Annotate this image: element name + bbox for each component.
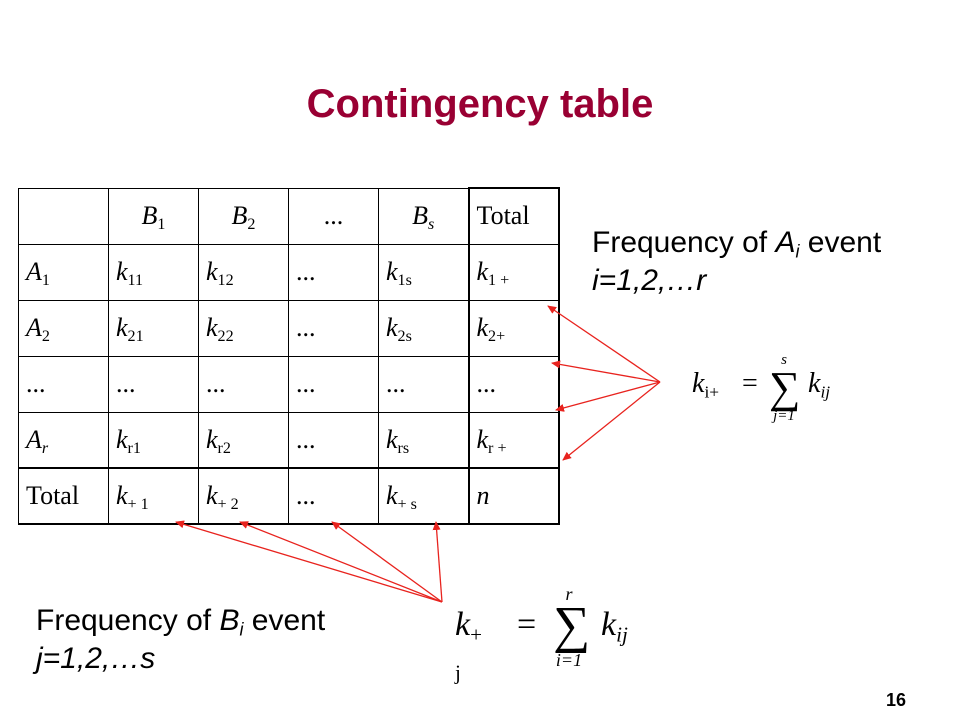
formula-lhs: ki+: [692, 368, 720, 402]
table-cell: ...: [378, 355, 469, 413]
column-note-line1: Frequency of Bi event: [36, 604, 326, 640]
table-cell: ...: [288, 187, 379, 245]
table-cell: k22: [198, 299, 289, 357]
column-total-cell: k+ s: [378, 467, 469, 525]
formula-rhs: kij: [808, 368, 831, 402]
column-total-cell: k+ 2: [198, 467, 289, 525]
table-cell: ...: [288, 299, 379, 357]
arrow-to-col-total-2: [239, 521, 443, 603]
table-cell: krs: [378, 411, 469, 469]
page-number: 16: [885, 690, 906, 710]
table-row: ... ... ... ... ... ...: [18, 355, 560, 413]
slide-title: Contingency table: [306, 82, 654, 126]
total-row-label: Total: [18, 467, 109, 525]
table-cell: ...: [198, 355, 289, 413]
arrow-to-row-total-1: [547, 305, 661, 383]
column-note-line2: j=1,2,…s: [36, 642, 156, 675]
table-corner-cell: [18, 187, 109, 245]
row-frequency-note: Frequency of Ai event i=1,2,…r: [592, 224, 881, 300]
row-note-line2: i=1,2,…r: [592, 264, 707, 297]
arrow-to-col-total-3: [331, 521, 443, 603]
arrow-to-col-total-4: [432, 521, 443, 603]
column-total-cell: k+ 1: [108, 467, 199, 525]
row-note-line1: Frequency of Ai event: [592, 226, 882, 262]
row-total-cell: k1 +: [467, 243, 560, 301]
arrow-to-row-total-4: [562, 381, 661, 461]
table-row: Ar kr1 kr2 ... krs kr +: [18, 411, 560, 469]
table-row: A1 k11 k12 ... k1s k1 +: [18, 243, 560, 301]
row-total-cell: ...: [467, 355, 560, 413]
arrow-to-col-total-1: [175, 520, 443, 603]
table-total-header: Total: [467, 187, 560, 245]
table-cell: B1: [108, 187, 199, 245]
table-cell: ...: [108, 355, 199, 413]
table-total-row: Total k+ 1 k+ 2 ... k+ s n: [18, 467, 560, 525]
arrow-to-row-total-2: [551, 360, 661, 383]
arrow-to-row-total-3: [555, 381, 661, 412]
table-cell: B2: [198, 187, 289, 245]
table-header-row: B1 B2 ... Bs Total: [18, 187, 560, 245]
table-cell: k12: [198, 243, 289, 301]
formula-equals: =: [517, 606, 537, 643]
formula-equals: =: [742, 368, 758, 399]
grand-total-cell: n: [467, 467, 560, 525]
row-label: A2: [18, 299, 109, 357]
formula-rhs: kij: [601, 606, 628, 647]
column-frequency-note: Frequency of Bi event j=1,2,…s: [36, 602, 325, 678]
table-cell: kr1: [108, 411, 199, 469]
contingency-table: B1 B2 ... Bs Total A1 k11 k12 ... k1s k1…: [18, 187, 560, 525]
formula-lhs: k+ j: [455, 606, 482, 685]
row-label: A1: [18, 243, 109, 301]
row-total-cell: kr +: [467, 411, 560, 469]
table-cell: Bs: [378, 187, 469, 245]
table-cell: k1s: [378, 243, 469, 301]
